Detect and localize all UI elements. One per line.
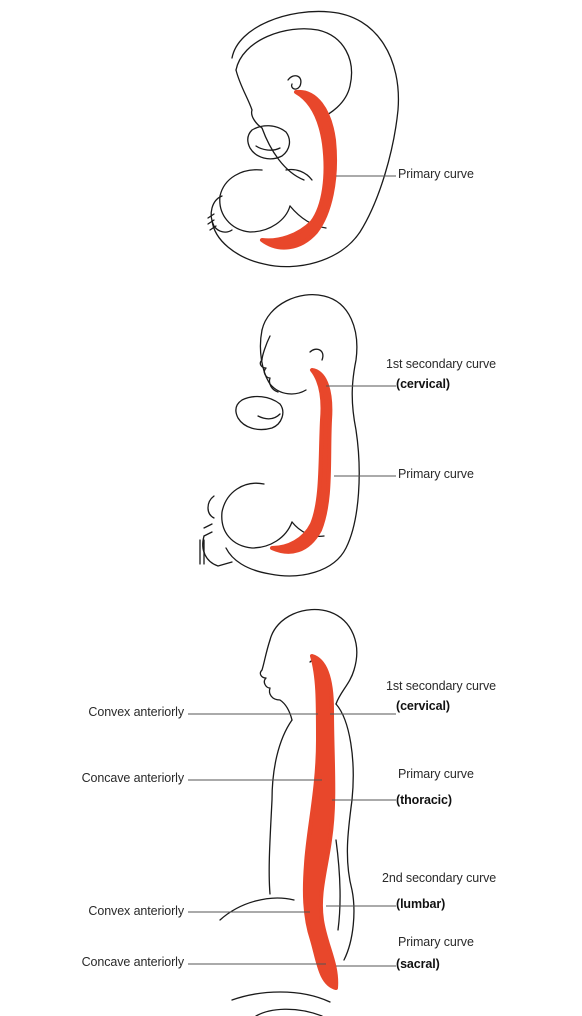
label-concave-anteriorly: Concave anteriorly — [82, 956, 184, 969]
label-second-secondary-curve: 2nd secondary curve — [382, 872, 496, 885]
spine-adult — [305, 656, 336, 988]
primary-curve-spine — [262, 92, 335, 248]
label-primary-curve: Primary curve — [398, 936, 474, 949]
label-lumbar-region: (lumbar) — [396, 898, 445, 911]
label-convex-anteriorly: Convex anteriorly — [88, 905, 184, 918]
label-thoracic-region: (thoracic) — [396, 794, 452, 807]
label-first-secondary-curve: 1st secondary curve — [386, 680, 496, 693]
adult-figure — [220, 610, 357, 1016]
label-primary-curve: Primary curve — [398, 168, 474, 181]
spine-infant — [272, 370, 330, 552]
label-sacral-region: (sacral) — [396, 958, 440, 971]
label-first-secondary-curve: 1st secondary curve — [386, 358, 496, 371]
label-primary-curve: Primary curve — [398, 468, 474, 481]
label-convex-anteriorly: Convex anteriorly — [88, 706, 184, 719]
label-concave-anteriorly: Concave anteriorly — [82, 772, 184, 785]
label-cervical-region: (cervical) — [396, 378, 450, 391]
label-primary-curve: Primary curve — [398, 768, 474, 781]
infant-figure — [200, 295, 359, 576]
label-cervical-region: (cervical) — [396, 700, 450, 713]
